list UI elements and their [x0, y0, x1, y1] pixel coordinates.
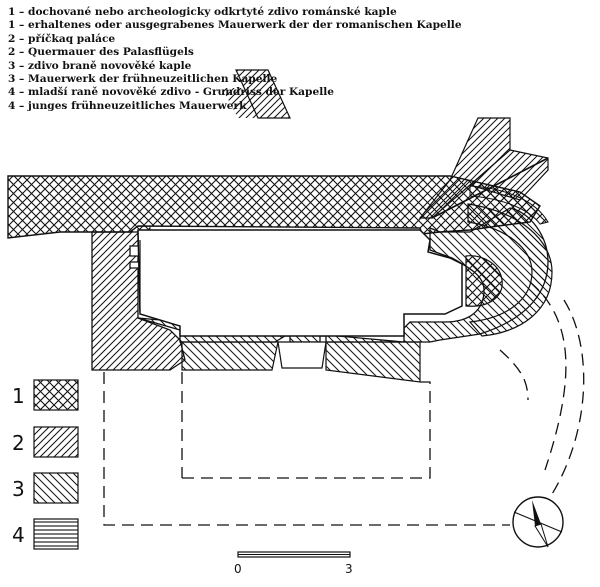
key-label-3: 3 — [12, 477, 25, 501]
key-swatches — [33, 379, 79, 550]
key-label-2: 2 — [12, 431, 25, 455]
scale-end-label: 3 — [345, 562, 353, 576]
left-wall — [91, 231, 186, 371]
legend-line-2-de: 2 – Quermauer des Palasflügels — [8, 46, 194, 59]
legend-line-2-cz: 2 – příčkaq paláce — [8, 32, 116, 45]
bottom-wall — [181, 341, 421, 383]
scale-bar — [237, 551, 351, 558]
sloping-wall — [222, 69, 291, 119]
key-label-1: 1 — [12, 384, 25, 408]
key-swatch-1 — [33, 379, 79, 411]
key-swatch-4 — [33, 518, 79, 550]
legend-text: 1 – dochované nebo archeologicky odkrtyt… — [8, 6, 478, 113]
legend-line-3-de: 3 – Mauerwerk der frühneuzeitlichen Kape… — [8, 73, 278, 86]
key-swatch-3 — [33, 472, 79, 504]
key-swatch-2 — [33, 426, 79, 458]
legend-line-1-de: 1 – erhaltenes oder ausgegrabenes Mauerw… — [8, 19, 462, 32]
scale-start-label: 0 — [234, 562, 242, 576]
chapel-interior — [137, 229, 463, 337]
dashed-outline — [103, 281, 585, 526]
north-arrow-icon — [512, 496, 564, 548]
romanesque-wall — [7, 175, 549, 239]
legend-line-3-cz: 3 – zdivo braně novověké kaple — [8, 59, 192, 72]
legend-line-1-cz: 1 – dochované nebo archeologicky odkrtyt… — [8, 6, 397, 18]
legend-line-4-de: 4 – junges frühneuzeitliches Mauerwerk — [8, 99, 247, 112]
apse-niche — [465, 255, 503, 307]
key-label-4: 4 — [12, 523, 25, 547]
